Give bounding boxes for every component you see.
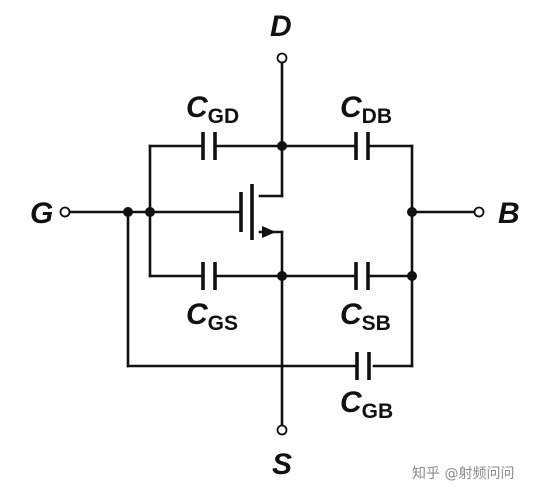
terminal-source xyxy=(276,424,288,436)
watermark: 知乎 @射频问问 xyxy=(412,465,514,482)
body-bus xyxy=(372,144,476,368)
capacitor-cgs xyxy=(148,262,284,290)
label-cgd: CGD xyxy=(186,91,239,128)
label-csb: CSB xyxy=(340,298,391,335)
terminal-body xyxy=(473,206,485,218)
capacitor-cgd xyxy=(148,132,284,160)
capacitor-cdb xyxy=(280,132,414,160)
junction-dots xyxy=(123,141,417,281)
junction-source xyxy=(277,271,287,281)
junction-gate-outer xyxy=(123,207,133,217)
label-gate: G xyxy=(30,197,53,230)
terminals xyxy=(59,52,485,436)
label-cgb: CGB xyxy=(340,386,393,423)
gate-cgb-branch xyxy=(126,210,357,368)
label-cgs: CGS xyxy=(186,298,238,335)
drain-wire xyxy=(258,61,284,198)
junction-drain-top xyxy=(277,141,287,151)
source-arrow-icon xyxy=(262,226,276,238)
junction-body-sb xyxy=(407,271,417,281)
capacitor-csb xyxy=(280,262,414,290)
source-wire xyxy=(258,230,284,426)
mosfet-symbol xyxy=(239,184,276,240)
label-cdb: CDB xyxy=(340,91,392,128)
terminal-gate xyxy=(59,206,71,218)
capacitor-cgb xyxy=(355,352,371,380)
label-drain: D xyxy=(270,10,292,43)
junction-gate-inner xyxy=(145,207,155,217)
terminal-drain xyxy=(276,52,288,64)
label-source: S xyxy=(272,448,292,481)
label-body: B xyxy=(498,197,520,230)
junction-body-mid xyxy=(407,207,417,217)
